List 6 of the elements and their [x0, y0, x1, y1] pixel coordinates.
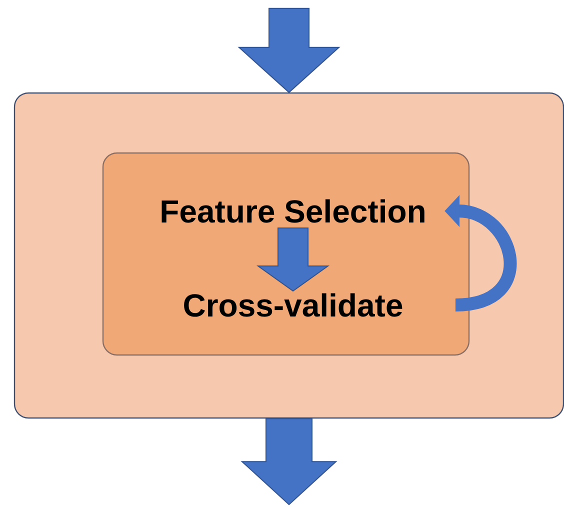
arrow [238, 8, 340, 94]
arrow [240, 418, 338, 506]
arrow [256, 227, 330, 292]
label-text: Feature Selection [162, 199, 424, 223]
label-text: Cross-validate [184, 293, 402, 317]
panel-box [102, 152, 470, 356]
